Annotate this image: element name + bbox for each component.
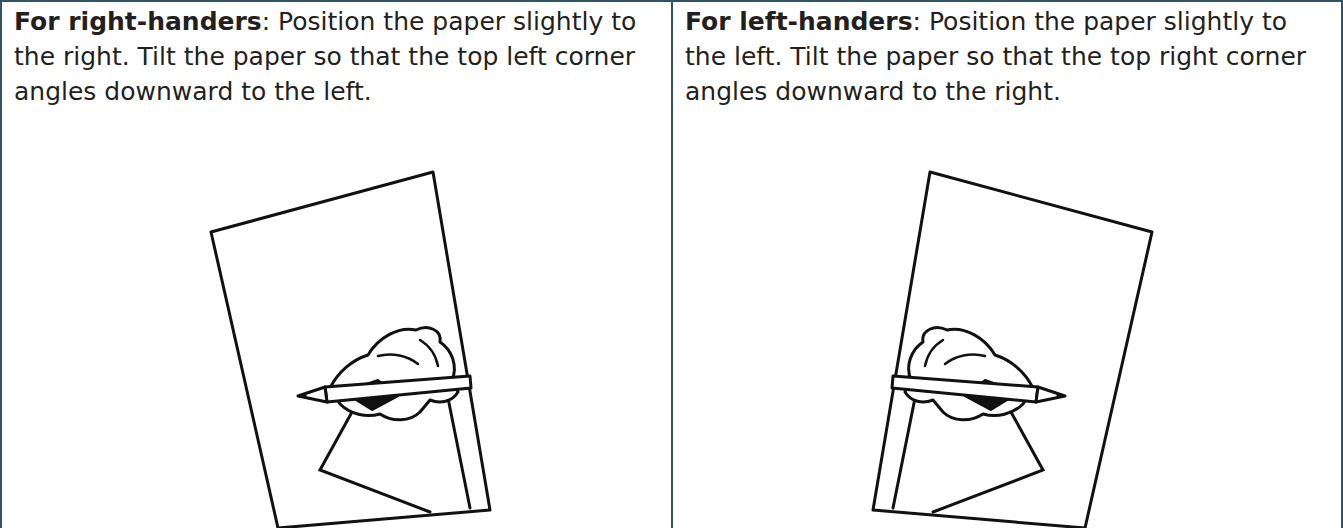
instruction-panel: For right-handers: Position the paper sl… <box>0 0 673 528</box>
panel-text: For left-handers: Position the paper sli… <box>685 4 1333 109</box>
panel-heading: For right-handers <box>14 7 262 36</box>
left-hand-illustration <box>873 172 1152 528</box>
right-hand-illustration <box>211 172 490 528</box>
instruction-panel: For left-handers: Position the paper sli… <box>671 0 1343 528</box>
panel-heading: For left-handers <box>685 7 913 36</box>
panel-text: For right-handers: Position the paper sl… <box>14 4 662 109</box>
